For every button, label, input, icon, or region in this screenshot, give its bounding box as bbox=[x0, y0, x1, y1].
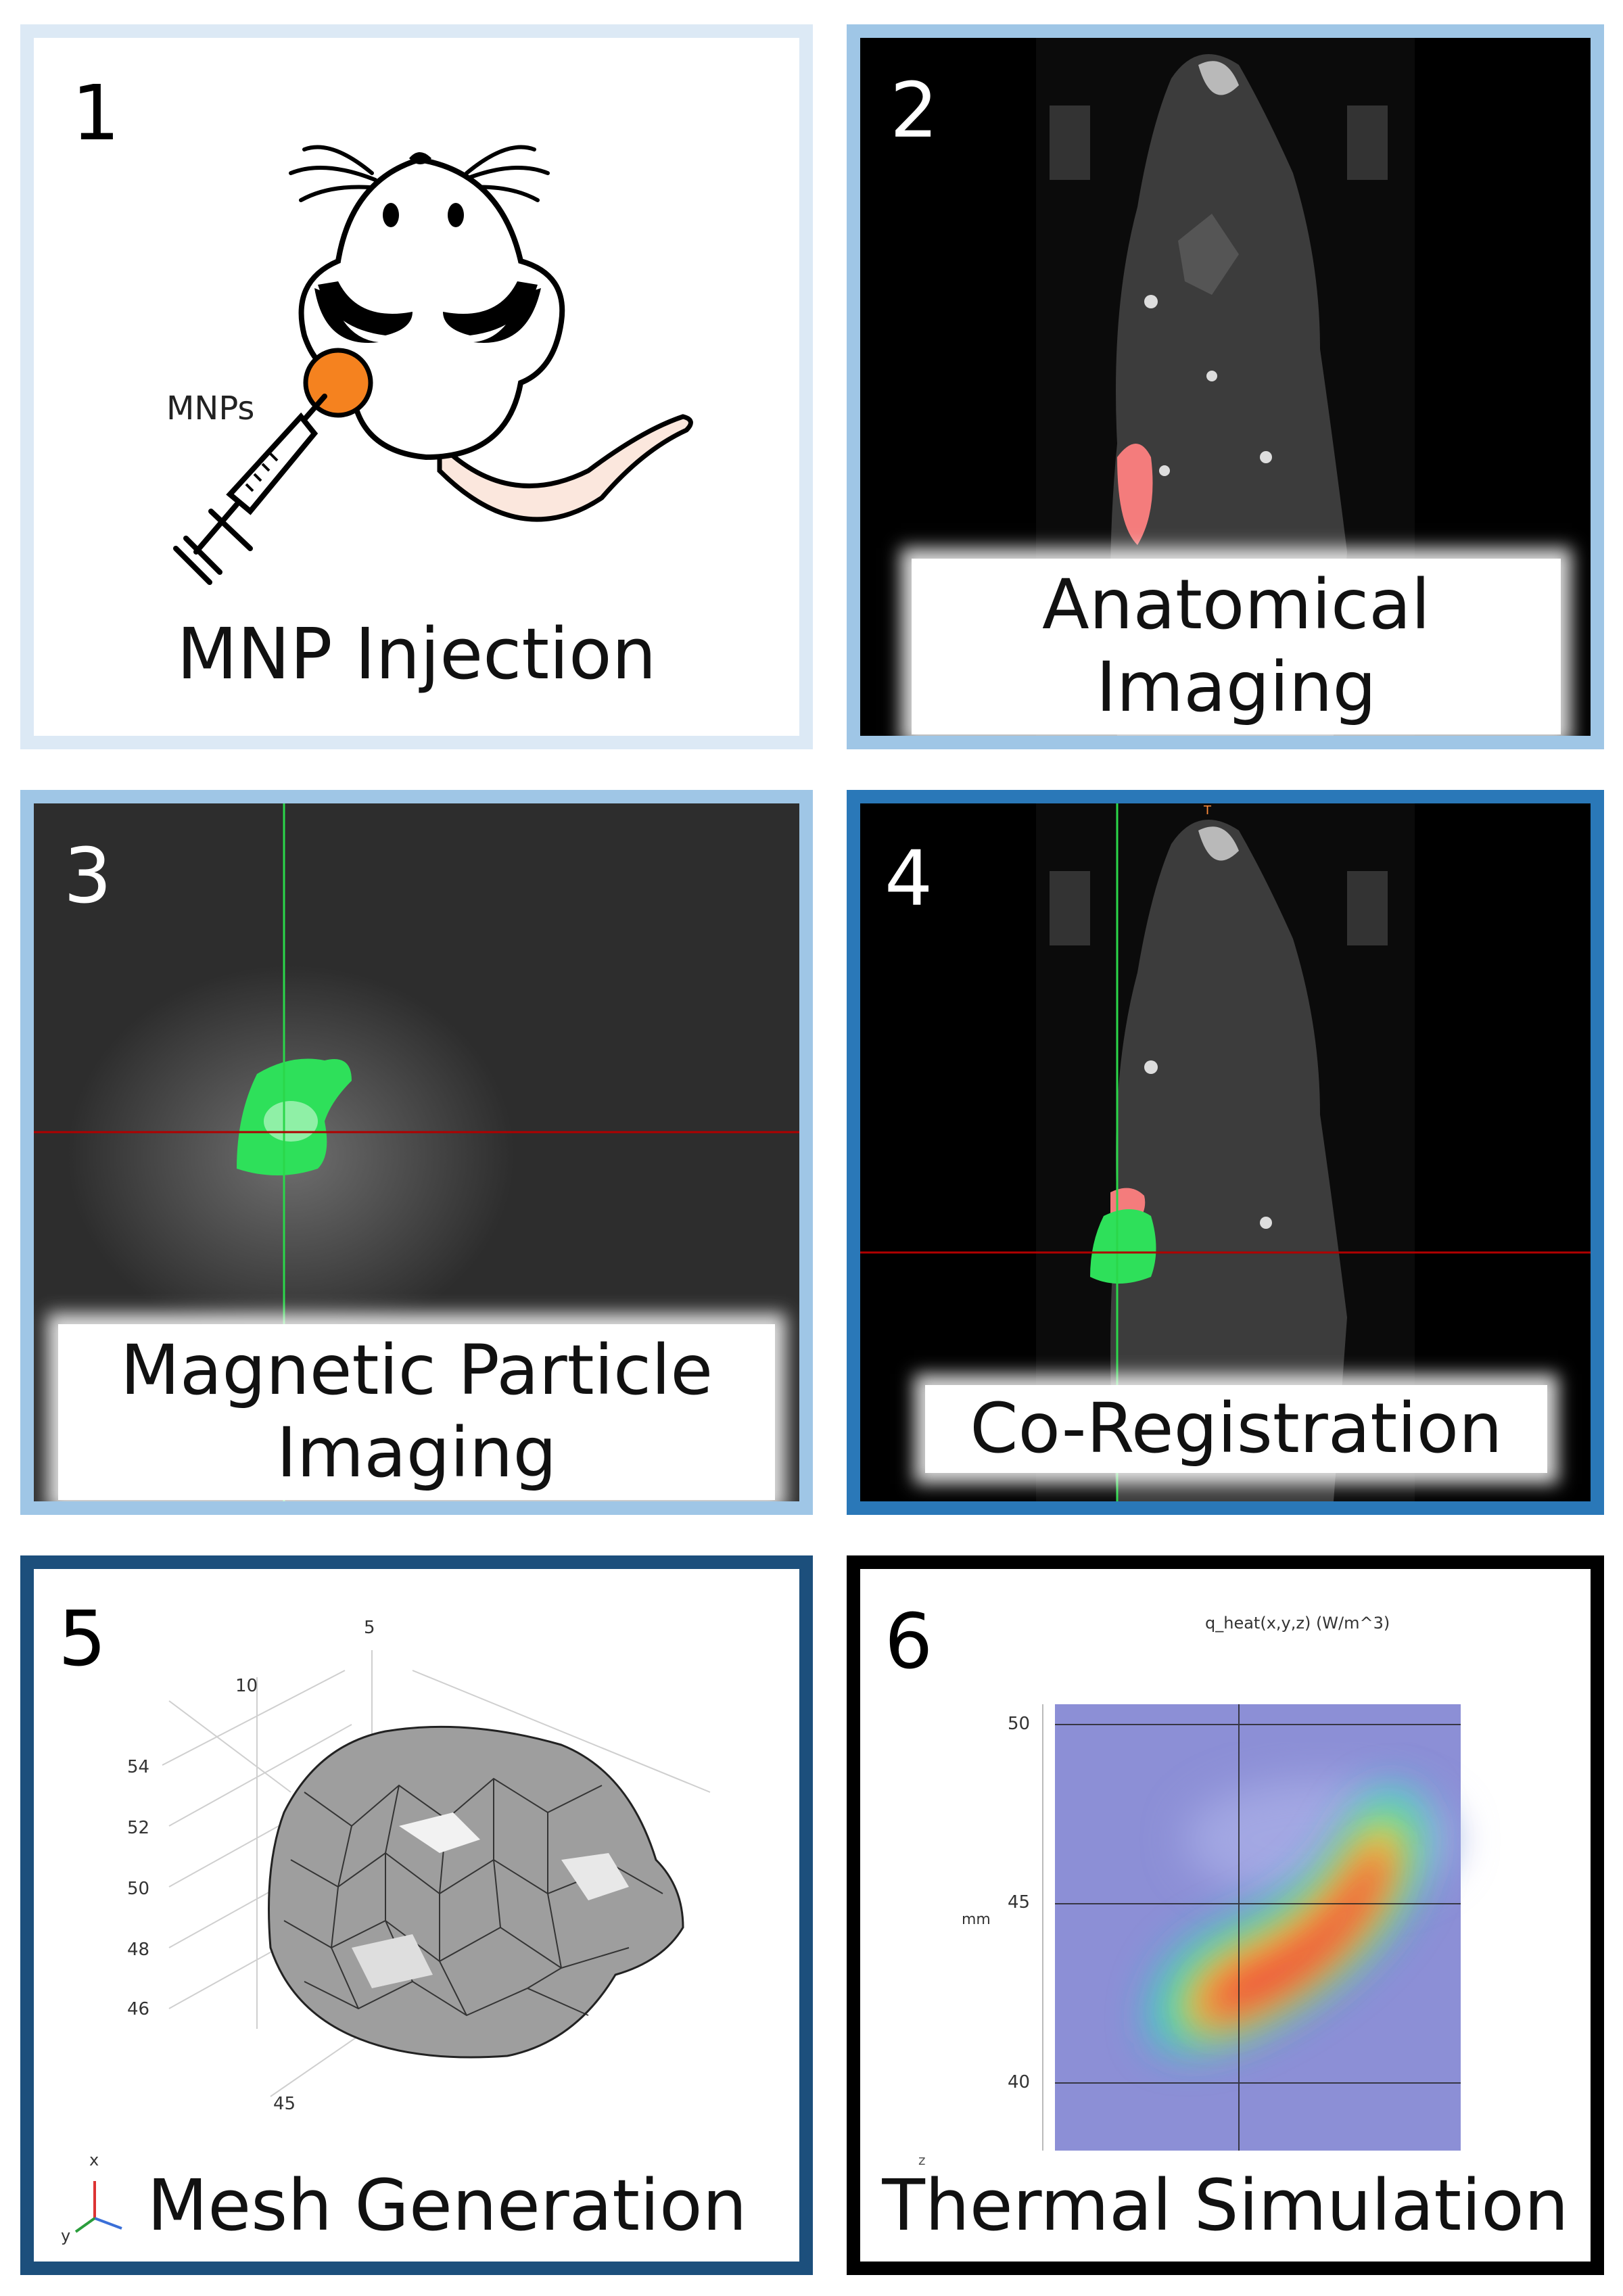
panel-mnp-injection: 1 bbox=[20, 24, 813, 749]
panel-number: 3 bbox=[64, 833, 112, 920]
panel-number: 5 bbox=[58, 1595, 107, 1683]
panel-number: 2 bbox=[890, 67, 939, 155]
axis-tick: 48 bbox=[127, 1940, 150, 1960]
panel-anatomical-imaging: 2 Anatomical Imaging bbox=[847, 24, 1604, 749]
top-marker-label: T bbox=[1204, 803, 1211, 818]
caption-line: Anatomical bbox=[1042, 564, 1430, 645]
panel-magnetic-particle-imaging: 3 Magnetic Particle Imaging bbox=[20, 790, 813, 1515]
plot-title: q_heat(x,y,z) (W/m^3) bbox=[1205, 1614, 1390, 1633]
corner-axis-label: z bbox=[918, 2152, 926, 2168]
panel-caption: Magnetic Particle Imaging bbox=[58, 1324, 775, 1500]
panel-co-registration: T 4 Co-Registration bbox=[847, 790, 1604, 1515]
y-tick: 45 bbox=[1008, 1892, 1031, 1913]
panel-number: 1 bbox=[72, 70, 120, 158]
y-unit-label: mm bbox=[962, 1911, 991, 1928]
axis-tick: 52 bbox=[127, 1818, 150, 1838]
panel-caption: Co-Registration bbox=[925, 1385, 1547, 1473]
y-tick: 40 bbox=[1008, 2072, 1031, 2092]
caption-line: Co-Registration bbox=[970, 1388, 1503, 1469]
axis-tick: 54 bbox=[127, 1757, 150, 1777]
axis-tick: 46 bbox=[127, 1999, 150, 2019]
axis-triad-y-label: y bbox=[61, 2226, 71, 2245]
mesh-plot bbox=[74, 1650, 711, 2233]
panel-caption: Anatomical Imaging bbox=[912, 559, 1561, 734]
caption-line: Magnetic Particle bbox=[120, 1330, 713, 1411]
axis-tick: 5 bbox=[364, 1618, 375, 1638]
panel-caption: MNP Injection bbox=[177, 613, 657, 695]
panel-caption: Thermal Simulation bbox=[882, 2164, 1569, 2247]
panel-thermal-simulation: 6 q_heat(x,y,z) (W/m^3) 50 45 40 mm z Th… bbox=[847, 1555, 1604, 2275]
caption-line: Imaging bbox=[276, 1413, 557, 1493]
y-tick: 50 bbox=[1008, 1714, 1031, 1734]
mnps-label: MNPs bbox=[166, 390, 255, 427]
mouse-illustration bbox=[173, 145, 693, 585]
axis-tick: 45 bbox=[273, 2094, 296, 2114]
axis-triad-x-label: x bbox=[89, 2151, 99, 2170]
caption-line: Imaging bbox=[1096, 647, 1377, 728]
panel-number: 4 bbox=[885, 835, 933, 923]
axis-tick: 50 bbox=[127, 1879, 150, 1899]
panel-number: 6 bbox=[885, 1598, 933, 1686]
thermal-plot bbox=[1042, 1704, 1461, 2151]
panel-mesh-generation: 5 5 10 54 52 50 48 46 45 x y Mesh Genera… bbox=[20, 1555, 813, 2275]
panel-caption: Mesh Generation bbox=[147, 2164, 747, 2247]
axis-tick: 10 bbox=[235, 1676, 258, 1696]
